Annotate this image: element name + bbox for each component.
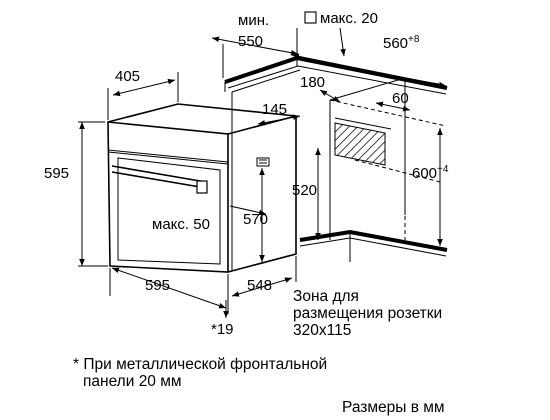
label-max-50: макс. 50 bbox=[152, 216, 210, 233]
socket-zone bbox=[334, 122, 386, 166]
label-19: *19 bbox=[211, 321, 234, 338]
label-550: 550 bbox=[238, 33, 263, 50]
socket-zone-line-1: Зона для bbox=[293, 288, 359, 305]
label-548: 548 bbox=[247, 277, 272, 294]
label-180: 180 bbox=[300, 74, 325, 91]
socket-zone-line-3: 320x115 bbox=[293, 322, 351, 339]
label-595-height: 595 bbox=[44, 165, 69, 182]
label-min: мин. bbox=[238, 12, 269, 29]
dimension-lines bbox=[78, 27, 447, 318]
label-60: 60 bbox=[392, 90, 409, 107]
label-145: 145 bbox=[262, 101, 287, 118]
label-595-width: 595 bbox=[145, 277, 170, 294]
label-570: 570 bbox=[243, 211, 268, 228]
oven-body bbox=[107, 103, 297, 273]
label-520: 520 bbox=[292, 182, 317, 199]
label-600: 600+4 bbox=[412, 164, 449, 182]
footnote-line-1: * При металлической фронтальной bbox=[73, 356, 327, 373]
door-handle bbox=[111, 165, 207, 189]
label-405: 405 bbox=[115, 68, 140, 85]
socket-zone-line-2: размещения розетки bbox=[293, 305, 442, 322]
square-symbol bbox=[304, 11, 317, 24]
label-560: 560+8 bbox=[383, 34, 420, 52]
units-note: Размеры в мм bbox=[342, 399, 445, 416]
label-max-20: макс. 20 bbox=[320, 10, 378, 27]
footnote-line-2: панели 20 мм bbox=[83, 373, 182, 390]
